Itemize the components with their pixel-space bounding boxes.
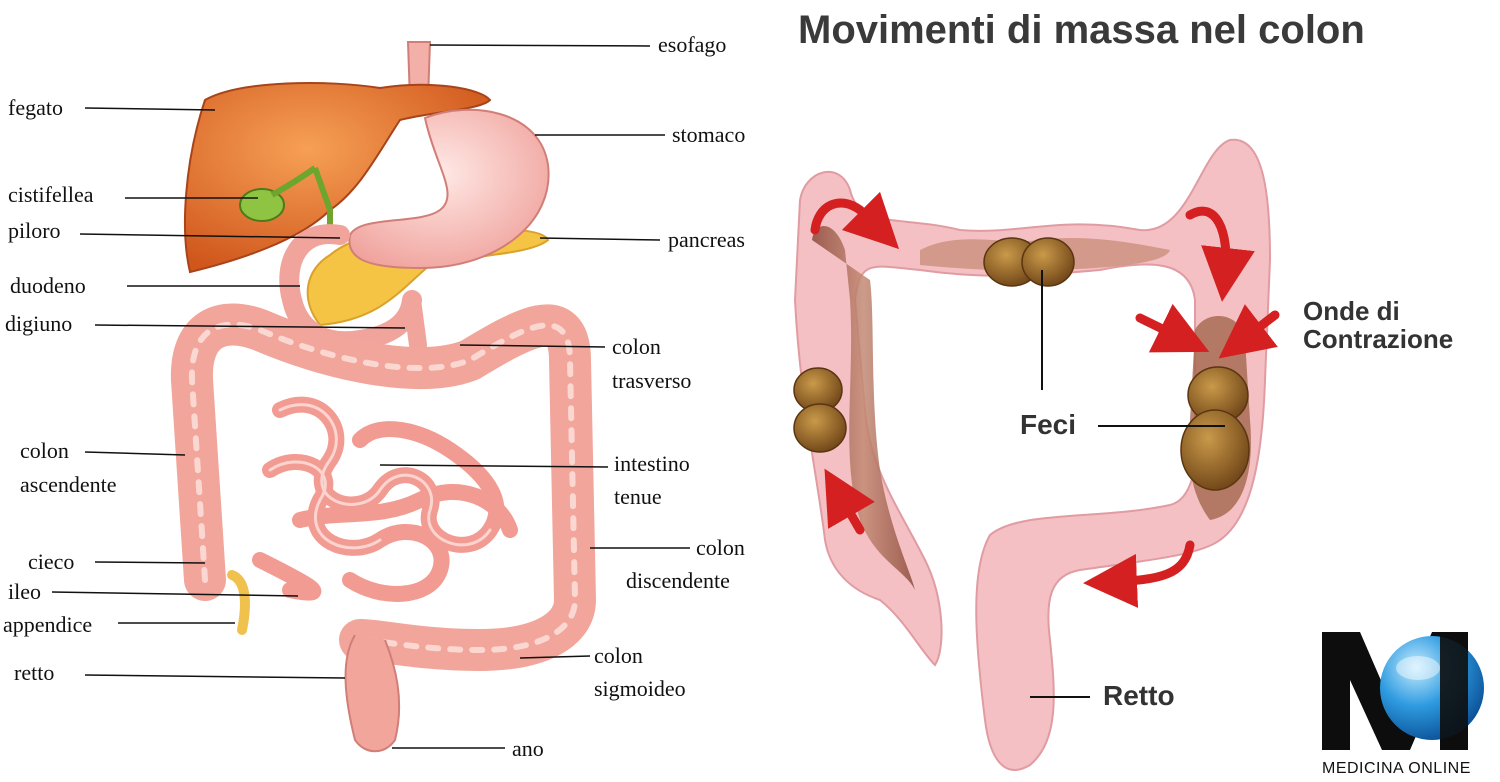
label-feci: Feci	[1020, 409, 1077, 440]
label-colon-sigmoideo-2: sigmoideo	[594, 676, 686, 701]
label-colon-discendente-2: discendente	[626, 568, 730, 593]
label-duodeno: duodeno	[10, 273, 86, 298]
label-piloro: piloro	[8, 218, 61, 243]
label-fegato: fegato	[8, 95, 63, 120]
right-colon	[793, 138, 1280, 771]
label-pancreas: pancreas	[668, 227, 745, 252]
label-colon-sigmoideo-1: colon	[594, 643, 643, 668]
label-stomaco: stomaco	[672, 122, 746, 147]
label-cistifellea: cistifellea	[8, 182, 94, 207]
left-anatomy	[170, 41, 596, 753]
label-colon-trasverso-2: trasverso	[612, 368, 692, 393]
label-colon-discendente-1: colon	[696, 535, 745, 560]
right-leader-lines	[1030, 270, 1225, 698]
label-intestino-tenue-2: tenue	[614, 484, 662, 509]
label-colon-ascendente-1: colon	[20, 438, 69, 463]
medicina-online-logo	[1322, 632, 1484, 750]
globe-icon	[1380, 636, 1484, 740]
label-appendice: appendice	[3, 612, 93, 637]
label-colon-ascendente-2: ascendente	[20, 472, 117, 497]
label-ileo: ileo	[8, 579, 41, 604]
left-leader-lines	[51, 44, 690, 749]
diagram-title: Movimenti di massa nel colon	[798, 8, 1365, 52]
label-esofago: esofago	[658, 32, 727, 57]
label-onde-2: Contrazione	[1303, 324, 1454, 354]
label-cieco: cieco	[28, 549, 75, 574]
label-colon-trasverso-1: colon	[612, 334, 661, 359]
brand-text: MEDICINA ONLINE	[1322, 760, 1471, 777]
label-retto: retto	[14, 660, 55, 685]
label-onde-1: Onde di	[1303, 296, 1400, 326]
label-digiuno: digiuno	[5, 311, 73, 336]
label-ano: ano	[512, 736, 544, 761]
label-retto-right: Retto	[1103, 680, 1175, 711]
label-intestino-tenue-1: intestino	[614, 451, 690, 476]
